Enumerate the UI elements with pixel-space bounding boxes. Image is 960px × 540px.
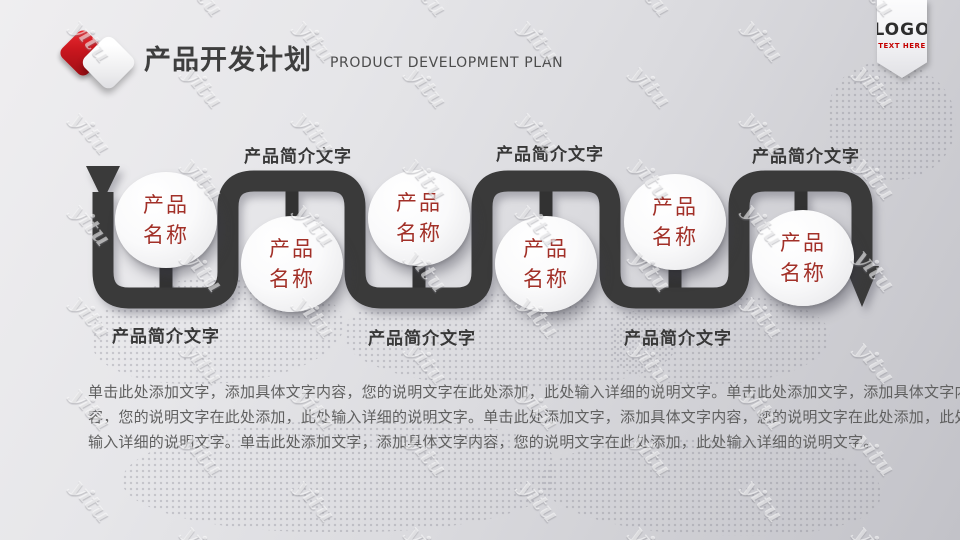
- flow-end-arrow: [845, 266, 879, 307]
- paragraph-line: 输入详细的说明文字。单击此处添加文字，添加具体文字内容，您的说明文字在此处添加，…: [88, 433, 879, 451]
- node-caption: 产品简介文字: [624, 329, 732, 349]
- header: 产品开发计划 PRODUCT DEVELOPMENT PLAN: [56, 22, 563, 92]
- world-map-dots-patch: [612, 296, 830, 384]
- node-caption: 产品简介文字: [752, 147, 860, 167]
- node-title-line2: 名称: [269, 267, 315, 291]
- node-caption: 产品简介文字: [112, 327, 220, 347]
- logo-ribbon-shape: LOGO TEXT HERE: [877, 0, 927, 78]
- paragraph-line: 容，您的说明文字在此处添加，此处输入详细的说明文字。单击此处添加文字，添加具体文…: [88, 408, 960, 426]
- node-title-line1: 产品: [143, 193, 189, 217]
- flow-node: 产品 名称: [495, 216, 597, 312]
- world-map-dots-patch: [540, 438, 880, 536]
- page-title: 产品开发计划: [144, 44, 312, 76]
- body-paragraph: 单击此处添加文字，添加具体文字内容，您的说明文字在此处添加，此处输入详细的说明文…: [88, 380, 960, 455]
- flow-node: 产品 名称: [624, 174, 726, 270]
- node-caption: 产品简介文字: [244, 147, 352, 167]
- node-title-line1: 产品: [396, 191, 442, 215]
- flow-node: 产品 名称: [368, 170, 470, 266]
- node-title-line1: 产品: [780, 231, 826, 255]
- page-subtitle: PRODUCT DEVELOPMENT PLAN: [330, 55, 564, 71]
- node-title-line2: 名称: [143, 223, 189, 247]
- node-title-line2: 名称: [652, 225, 698, 249]
- flow-path: [92, 170, 873, 309]
- node-title-line1: 产品: [523, 237, 569, 261]
- node-title-line2: 名称: [523, 267, 569, 291]
- flow-node: 产品 名称: [115, 172, 217, 268]
- world-map-dots-patch: [828, 62, 956, 180]
- node-title-line2: 名称: [780, 261, 826, 285]
- title-diamond-icon: [56, 22, 140, 92]
- world-map-dots-patch: [122, 420, 554, 532]
- paragraph-line: 单击此处添加文字，添加具体文字内容，您的说明文字在此处添加，此处输入详细的说明文…: [88, 383, 960, 401]
- node-caption: 产品简介文字: [496, 145, 604, 165]
- flow-node: 产品 名称: [241, 216, 343, 312]
- node-title-line1: 产品: [652, 195, 698, 219]
- flow-node: 产品 名称: [752, 210, 854, 306]
- logo-text: LOGO: [873, 20, 931, 40]
- node-caption: 产品简介文字: [368, 329, 476, 349]
- node-title-line1: 产品: [269, 237, 315, 261]
- node-title-line2: 名称: [396, 221, 442, 245]
- flow-start-arrow: [86, 166, 120, 201]
- logo-subtext: TEXT HERE: [878, 42, 926, 50]
- logo-ribbon: LOGO TEXT HERE: [877, 0, 927, 78]
